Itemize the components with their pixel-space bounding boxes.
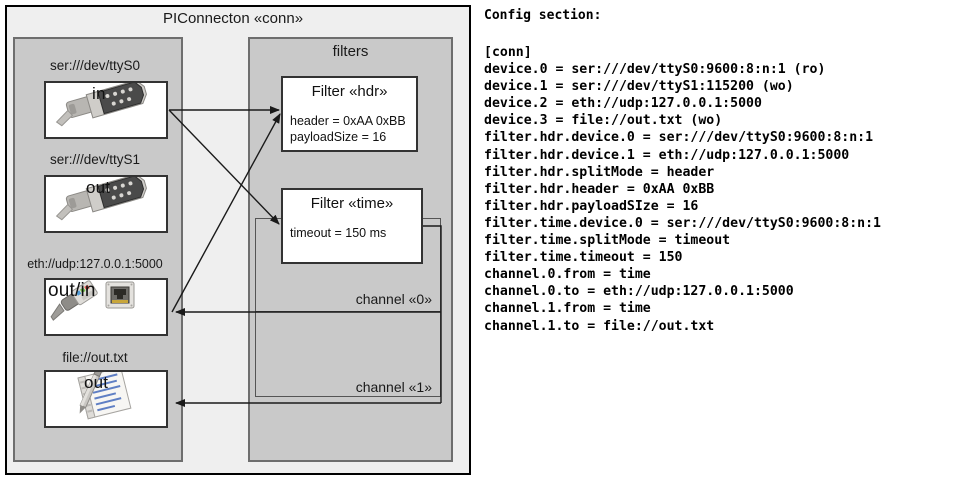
filter-attrs-time: timeout = 150 ms [290, 226, 387, 240]
device-caption-eth: eth://udp:127.0.0.1:5000 [27, 257, 163, 271]
device-caption-ttys0: ser:///dev/ttyS0 [49, 58, 141, 73]
device-box-file[interactable] [44, 366, 168, 428]
config-heading: Config section: [484, 8, 602, 23]
ethernet-icon [50, 280, 135, 321]
device-box-ttys1[interactable] [44, 173, 168, 233]
device-direction-file: out [84, 373, 109, 392]
config-panel: Config section: [conn] device.0 = ser://… [481, 0, 964, 484]
filters-panel-title: filters [332, 43, 369, 60]
channel-1-box [255, 311, 441, 397]
device-direction-ttys1: out [86, 178, 111, 197]
channel-1-label: channel «1» [355, 379, 432, 395]
device-box-eth[interactable] [44, 278, 168, 336]
device-box-ttys0[interactable] [44, 79, 168, 139]
device-caption-ttys1: ser:///dev/ttyS1 [49, 152, 141, 167]
file-notepad-icon [77, 366, 132, 420]
filter-title-hdr: Filter «hdr» [311, 83, 388, 100]
channel-0-label: channel «0» [355, 291, 432, 307]
filter-box-hdr[interactable] [281, 76, 418, 152]
serial-port-icon [55, 173, 147, 221]
device-caption-file: file://out.txt [62, 350, 128, 365]
filter-attrs-hdr: header = 0xAA 0xBB payloadSize = 16 [290, 114, 406, 144]
device-direction-ttys0: in [92, 84, 106, 103]
filter-title-time: Filter «time» [310, 195, 394, 212]
page-title: PIConnecton «conn» [162, 10, 304, 27]
filter-box-time[interactable] [281, 188, 423, 264]
config-text: [conn] device.0 = ser:///dev/ttyS0:9600:… [484, 45, 881, 334]
serial-port-icon [55, 79, 147, 127]
device-direction-eth: out/in [48, 280, 96, 301]
